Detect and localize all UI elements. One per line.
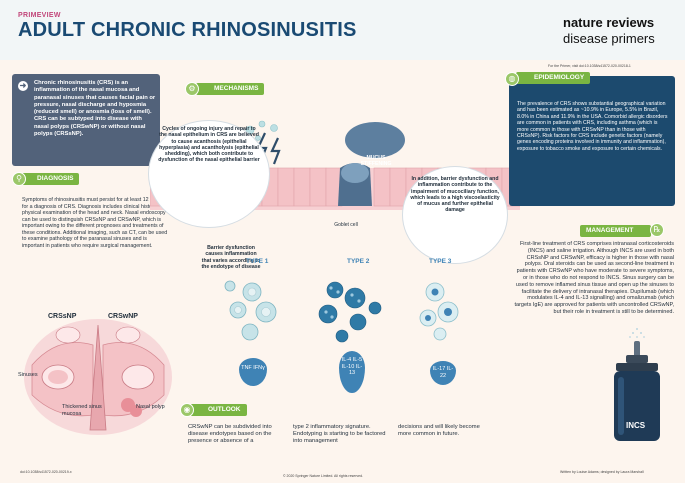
type3-cytokines: IL-17 IL-22 — [430, 361, 456, 385]
crssnp-label: CRSsNP — [48, 313, 77, 320]
diagnosis-heading: DIAGNOSIS — [19, 173, 80, 185]
cycle-text: Cycles of ongoing injury and repair to t… — [158, 126, 260, 164]
type2-label: TYPE 2 — [347, 258, 370, 265]
article-doi: doi:10.1038/s41572-020-00219-x — [20, 470, 72, 474]
copyright-text: © 2020 Springer Nature Limited. All righ… — [283, 474, 364, 478]
outlook-text-col3: decisions and will likely become more co… — [398, 424, 480, 438]
management-heading: MANAGEMENT — [580, 225, 652, 237]
barrier-text: In addition, barrier dysfunction and inf… — [410, 176, 500, 214]
outlook-text-col1: CRSwNP can be subdivided into disease en… — [188, 424, 272, 445]
cycle-bubble — [148, 120, 270, 228]
thickened-mucosa-label: Thickened sinus mucosa — [62, 404, 102, 417]
nasal-spray-illustration — [614, 328, 660, 441]
sinuses-label: Sinuses — [18, 372, 38, 378]
mechanisms-heading: MECHANISMS — [196, 83, 265, 95]
incs-label: INCS — [626, 421, 646, 430]
journal-brand-line2: disease primers — [563, 31, 655, 46]
nose-sinus-diagram — [24, 319, 172, 435]
nasal-polyp-label: Nasal polyp — [136, 404, 165, 410]
outlook-heading: OUTLOOK — [190, 404, 247, 416]
magnifier-icon: ⚲ — [12, 172, 26, 186]
prescription-icon: ℞ — [650, 223, 664, 237]
binoculars-icon: ◉ — [180, 403, 194, 417]
epidemiology-box — [509, 76, 675, 206]
goblet-cell-label: Goblet cell — [334, 222, 358, 228]
journal-brand-line1: nature reviews — [563, 15, 655, 30]
type1-label: TYPE 1 — [246, 258, 269, 265]
primer-doi: For the Primer, visit doi:10.1038/s41572… — [548, 64, 631, 68]
gears-icon: ⚙ — [185, 82, 199, 96]
epidemiology-heading: EPIDEMIOLOGY — [516, 72, 591, 84]
management-text: First-line treatment of CRS comprises in… — [514, 241, 674, 315]
diagnosis-text: Symptoms of rhinosinusitis must persist … — [22, 197, 168, 249]
header-band — [0, 0, 685, 60]
endotype-text: Barrier dysfunction causes inflammation … — [201, 245, 261, 270]
series-label: PRIMEVIEW — [18, 12, 61, 19]
type2-cytokines: IL-4 IL-5 IL-10 IL-13 — [339, 351, 365, 393]
intro-text: Chronic rhinosinusitis (CRS) is an infla… — [34, 80, 156, 138]
globe-icon: ◍ — [505, 72, 519, 86]
epidemiology-text: The prevalence of CRS shows substantial … — [517, 101, 668, 152]
immune-cells-illustration — [224, 280, 459, 343]
type1-cytokines: TNF IFNγ — [239, 358, 267, 386]
type3-label: TYPE 3 — [429, 258, 452, 265]
mucus-stiffening-label: MUCUS STIFFENING — [360, 155, 392, 167]
outlook-text-col2: type 2 inflammatory signature. Endotypin… — [293, 424, 386, 445]
intro-box: ➜ Chronic rhinosinusitis (CRS) is an inf… — [12, 74, 160, 166]
crswnp-label: CRSwNP — [108, 313, 138, 320]
barrier-bubble — [402, 166, 508, 264]
credits-text: Written by Louise Adams; designed by Lau… — [560, 470, 644, 474]
page-title: ADULT CHRONIC RHINOSINUSITIS — [18, 19, 357, 41]
arrow-right-icon: ➜ — [18, 81, 28, 91]
